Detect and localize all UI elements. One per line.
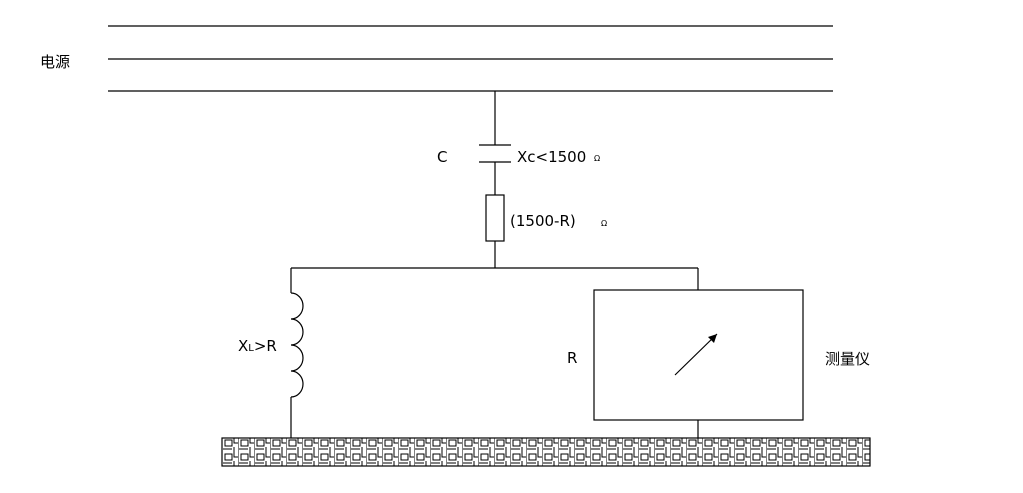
resistor-label: (1500-R) [510,212,576,230]
capacitor-symbol [479,144,511,163]
inductor-label: XL>R [238,337,277,355]
meter-arrow-icon [674,333,718,376]
capacitor-label: C [437,148,447,166]
capacitor-reactance-label: Xc<1500 [517,148,586,166]
power-bus [108,25,833,92]
resistor-symbol [485,194,505,242]
power-source-label: 电源 [40,53,70,71]
meter-label: 测量仪 [825,350,870,368]
ground-hatch [221,437,871,467]
measuring-instrument-box [593,289,804,421]
capacitor-ohm-unit: Ω [594,154,600,163]
resistor-ohm-unit: Ω [601,219,607,228]
meter-resistance-label: R [567,349,577,367]
inductor-coil [290,292,304,398]
